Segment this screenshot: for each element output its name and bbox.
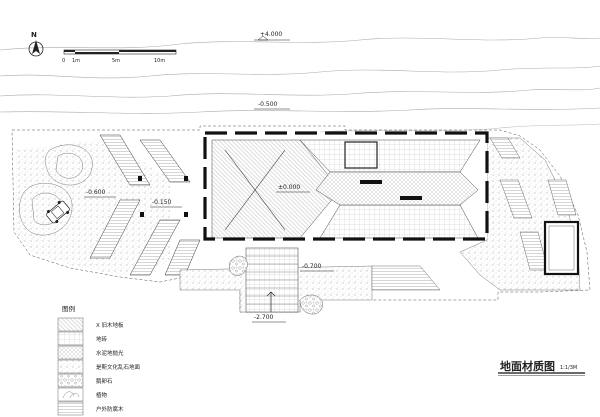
level-marker: -0.500 [254,101,290,110]
west-post-3 [184,176,188,181]
floor-tile-zone-north [299,139,481,173]
boardwalk-strip-4 [129,219,181,276]
level-marker: -0.150 [150,199,182,208]
entry-stair-treads [246,255,298,305]
level-label: -0.150 [152,199,172,206]
level-marker: -0.600 [84,189,116,198]
drawing-title-scale: 1:1/3M [560,365,577,371]
drawing-title: 地面材质图 1:1/3M [498,359,585,376]
east-garden [459,137,581,291]
legend-swatch-5 [57,373,84,388]
legend-swatch-2 [57,331,84,346]
drawing-title-main: 地面材质图 [500,359,555,373]
wc-block [344,141,378,169]
partition-wall [360,180,382,184]
legend-label: 户外防腐木 [96,405,124,413]
floor-tile-zone-south [319,204,479,239]
south-entry [179,247,441,315]
east-pavilion-inner [548,225,575,271]
scale-bar-seg-2 [75,52,119,54]
terrain-contours [0,37,600,133]
north-arrow: N [28,31,44,57]
legend-swatch-3 [57,345,84,360]
level-label: -0.700 [302,263,322,270]
legend-label: 植物 [96,391,108,399]
level-label: +4.000 [260,31,282,38]
level-annotations: +4.000 -0.500 ±0.000 -0.600 -0.150 -0.70… [84,31,334,323]
floor-polished-concrete-zone [315,171,479,206]
scale-tick-10m: 10m [154,58,165,64]
building-wall [203,131,489,241]
level-marker: -0.700 [300,263,334,272]
legend-label: X 旧木地板 [96,321,124,329]
west-post-2 [140,212,144,217]
north-label: N [31,31,37,39]
level-marker: -2.700 [252,314,286,323]
east-wood-strip-1 [489,137,521,159]
level-label: -2.700 [254,314,274,321]
legend-swatch-6 [57,387,84,402]
scale-bar-seg-1 [64,50,75,52]
planter-shrubs [229,255,323,315]
level-marker: ±0.000 [276,184,310,193]
level-label: -0.600 [86,189,106,196]
legend-label: 鹅卵石 [96,377,113,385]
legend-label: 水泥地抛光 [96,349,124,357]
boardwalk-strip-3 [89,199,141,259]
floor-x-pattern [224,149,286,231]
partition-wall-2 [400,196,422,200]
main-building [203,131,489,241]
west-post-4 [184,212,188,217]
scale-tick-0: 0 [62,58,65,64]
site-boundary [11,125,591,313]
legend: 图例 X 旧木地板 地砖 水泥地抛光 是斯文化乱石地面 鹅卵石 植物 户外防腐木 [57,304,141,416]
boardwalk-strip-2 [139,139,191,183]
scale-tick-5m: 5m [112,58,120,64]
legend-swatch-1 [57,317,84,332]
west-garden [16,134,201,276]
legend-label: 是斯文化乱石地面 [96,363,141,371]
boardwalk-strip-1 [99,134,151,186]
legend-swatch-6-plant [62,391,80,399]
level-marker: +4.000 [254,31,290,41]
legend-swatch-7 [57,401,84,416]
scale-bar-seg-3 [119,50,176,52]
parked-car-icon [46,200,70,224]
east-pavilion [543,220,580,276]
entry-arrow-icon [266,291,276,312]
east-wood-strip-4 [547,179,577,216]
legend-swatch-4 [57,359,84,374]
south-wood-path [371,265,441,291]
legend-label: 地砖 [96,335,108,343]
west-post-1 [138,176,142,181]
level-label: -0.500 [258,101,278,108]
north-arrow-needle [32,40,40,54]
scale-bar: 0 1m 5m 10m [62,49,177,64]
east-wood-strip-2 [499,179,533,219]
level-label: ±0.000 [278,184,300,191]
legend-title: 图例 [62,304,75,313]
scale-tick-1m: 1m [72,58,80,64]
floor-wood-zone [211,139,341,239]
